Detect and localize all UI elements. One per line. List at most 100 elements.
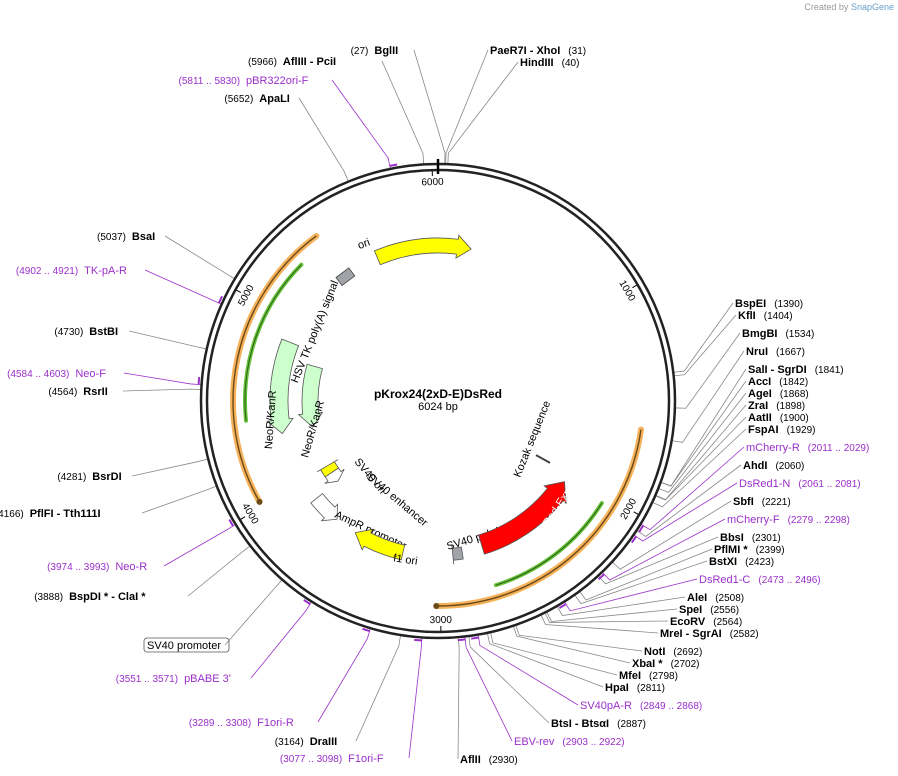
svg-text:(4584 .. 4603)Neo-F: (4584 .. 4603)Neo-F <box>7 368 106 380</box>
enzyme-site-label[interactable]: (27)BglII <box>351 45 399 57</box>
enzyme-site-label[interactable]: HindIII(40) <box>520 57 579 69</box>
enzyme-site-label[interactable]: KflI(1404) <box>738 310 793 322</box>
enzyme-site-label[interactable]: MreI - SgrAI(2582) <box>660 628 759 640</box>
enzyme-site-label[interactable]: (4281)BsrDI <box>57 471 121 483</box>
site-name: AhdI <box>743 460 767 472</box>
primer-site-label[interactable]: EBV-rev(2903 .. 2922) <box>514 736 625 748</box>
kozak-mark[interactable] <box>535 454 551 464</box>
site-position: (3974 .. 3993) <box>47 562 109 573</box>
svg-text:(5652)ApaLI: (5652)ApaLI <box>224 93 289 105</box>
enzyme-site-label[interactable]: (4730)BstBI <box>54 326 118 338</box>
enzyme-site-label[interactable]: SbfI(2221) <box>733 496 791 508</box>
enzyme-site-label[interactable]: NruI(1667) <box>746 346 805 358</box>
svg-text:EcoRV(2564): EcoRV(2564) <box>670 616 742 628</box>
site-position: (1667) <box>776 347 805 358</box>
svg-text:SpeI(2556): SpeI(2556) <box>679 604 739 616</box>
feature-neokanr-inner[interactable] <box>297 363 324 428</box>
site-position: (5811 .. 5830) <box>179 76 241 87</box>
enzyme-site-label[interactable]: AgeI(1868) <box>748 388 809 400</box>
site-name: AflII <box>460 754 481 766</box>
enzyme-site-label[interactable]: MfeI(2798) <box>619 670 678 682</box>
site-position: (2930) <box>489 755 518 766</box>
leader-line <box>468 636 550 724</box>
leader-line <box>637 464 742 537</box>
enzyme-site-label[interactable]: HpaI(2811) <box>605 682 665 694</box>
site-name: AatII <box>748 412 772 424</box>
enzyme-site-label[interactable]: AccI(1842) <box>748 376 808 388</box>
leader-line <box>672 350 745 443</box>
enzyme-site-label[interactable]: (5037)BsaI <box>97 231 155 243</box>
primer-site-label[interactable]: (5811 .. 5830)pBR322ori-F <box>179 75 309 87</box>
leader-line <box>557 596 686 616</box>
enzyme-site-label[interactable]: EcoRV(2564) <box>670 616 742 628</box>
svg-text:PaeR7I - XhoI(31): PaeR7I - XhoI(31) <box>490 45 586 57</box>
enzyme-site-label[interactable]: AatII (1900) <box>748 412 809 424</box>
enzyme-site-label[interactable]: ZraI(1898) <box>748 400 805 412</box>
primer-site-label[interactable]: DsRed1-N(2061 .. 2081) <box>739 478 861 490</box>
site-name: ZraI <box>748 400 768 412</box>
feature-callout[interactable]: SV40 promoter <box>143 637 230 653</box>
primer-site-label[interactable]: DsRed1-C(2473 .. 2496) <box>699 574 821 586</box>
site-name: NotI <box>644 646 665 658</box>
primer-site-label[interactable]: (3974 .. 3993)Neo-R <box>47 561 147 573</box>
primer-site-label[interactable]: (4584 .. 4603)Neo-F <box>7 368 106 380</box>
feature-f1-ori[interactable] <box>354 528 406 561</box>
svg-text:(4902 .. 4921)TK-pA-R: (4902 .. 4921)TK-pA-R <box>16 265 127 277</box>
leader-line <box>641 446 745 531</box>
site-name: PflFI - Tth111I <box>30 508 101 520</box>
primer-site-label[interactable]: (3289 .. 3308)F1ori-R <box>189 717 294 729</box>
enzyme-site-label[interactable]: BbsI(2301) <box>720 532 781 544</box>
enzyme-site-label[interactable]: AhdI (2060) <box>743 460 804 472</box>
enzyme-site-label[interactable]: BmgBI(1534) <box>742 328 814 340</box>
enzyme-site-label[interactable]: PflMI *(2399) <box>714 544 785 556</box>
leader-line <box>634 482 738 542</box>
enzyme-site-label[interactable]: (3164)DraIII <box>275 736 337 748</box>
site-position: (2060) <box>775 461 804 472</box>
svg-text:(5811 .. 5830)pBR322ori-F: (5811 .. 5830)pBR322ori-F <box>179 75 309 87</box>
feature-neokanr-outer[interactable] <box>266 338 300 435</box>
enzyme-site-label[interactable]: BtsI - BtsαI(2887) <box>551 718 646 730</box>
feature-sv40-ori[interactable] <box>316 459 340 478</box>
primer-site-label[interactable]: mCherry-F(2279 .. 2298) <box>727 514 850 526</box>
svg-text:HindIII(40): HindIII(40) <box>520 57 579 69</box>
feature-dsred-express[interactable] <box>478 481 567 555</box>
enzyme-site-label[interactable]: (5652)ApaLI <box>224 93 289 105</box>
enzyme-site-label[interactable]: NotI(2692) <box>644 646 702 658</box>
leader-line <box>408 638 423 759</box>
svg-text:AccI(1842): AccI(1842) <box>748 376 808 388</box>
primer-site-label[interactable]: SV40pA-R(2849 .. 2868) <box>580 700 702 712</box>
enzyme-site-label[interactable]: BspEI(1390) <box>735 298 803 310</box>
site-position: (3289 .. 3308) <box>189 718 251 729</box>
enzyme-site-label[interactable]: XbaI *(2702) <box>632 658 699 670</box>
enzyme-site-label[interactable]: (4166)PflFI - Tth111I <box>0 508 101 520</box>
bp-tick-mark <box>240 516 246 520</box>
site-position: (1900) <box>780 413 809 424</box>
site-position: (1390) <box>774 299 803 310</box>
feature-ori[interactable] <box>373 234 472 266</box>
feature-sv40-polya[interactable] <box>451 544 464 565</box>
enzyme-site-label[interactable]: AleI(2508) <box>687 592 744 604</box>
enzyme-site-label[interactable]: FspAI(1929) <box>748 424 815 436</box>
enzyme-site-label[interactable]: AflII (2930) <box>460 754 518 766</box>
svg-text:(3164)DraIII: (3164)DraIII <box>275 736 337 748</box>
feature-hsv-tk-polya[interactable] <box>335 267 356 287</box>
enzyme-site-label[interactable]: (5966)AflIII - PciI <box>248 56 336 68</box>
enzyme-site-label[interactable]: (4564)RsrII <box>48 386 107 398</box>
site-name: SbfI <box>733 496 754 508</box>
primer-site-label[interactable]: (4902 .. 4921)TK-pA-R <box>16 265 127 277</box>
primer-site-label[interactable]: mCherry-R(2011 .. 2029) <box>746 442 869 454</box>
site-position: (2508) <box>715 593 744 604</box>
primer-site-label[interactable]: (3077 .. 3098)F1ori-F <box>280 753 384 765</box>
feature-ampr-promoter[interactable] <box>310 493 339 522</box>
site-name: mCherry-F <box>727 514 780 526</box>
enzyme-site-label[interactable]: (3888)BspDI * - ClaI * <box>34 591 146 603</box>
feature-sv40-enhancer[interactable] <box>324 467 345 484</box>
enzyme-site-label[interactable]: PaeR7I - XhoI(31) <box>490 45 586 57</box>
leader-line <box>659 392 747 493</box>
enzyme-site-label[interactable]: SpeI(2556) <box>679 604 739 616</box>
bp-tick-label: 6000 <box>421 177 444 189</box>
enzyme-site-label[interactable]: BstXI(2423) <box>709 556 774 568</box>
leader-line <box>317 629 371 723</box>
primer-site-label[interactable]: (3551 .. 3571)pBABE 3' <box>116 673 231 685</box>
enzyme-site-label[interactable]: SalI - SgrDI(1841) <box>748 364 844 376</box>
